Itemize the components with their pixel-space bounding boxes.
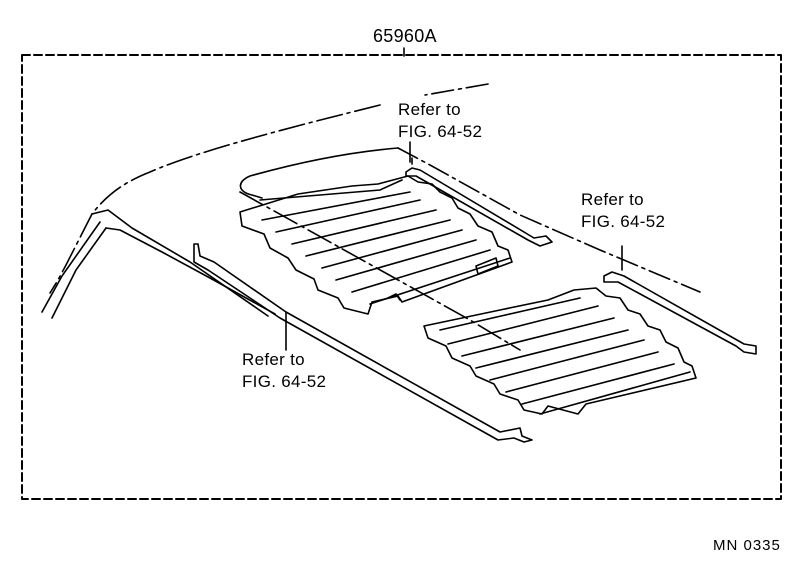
part-number-label: 65960A <box>373 26 437 46</box>
callout-left-figure-ref: FIG. 64-52 <box>242 372 327 391</box>
upper-shade-panel <box>239 175 513 315</box>
vehicle-roof-outline <box>41 83 701 351</box>
rail-left <box>193 243 533 443</box>
rail-right <box>603 245 757 355</box>
assembly-boundary <box>21 54 782 500</box>
diagram-code: MN 0335 <box>713 537 781 554</box>
lower-shade-panel <box>423 287 697 415</box>
callout-top-figure-ref: FIG. 64-52 <box>398 122 483 141</box>
callout-top-refer-text: Refer to <box>398 100 461 119</box>
callout-left-refer-text: Refer to <box>242 350 305 369</box>
rail-top <box>405 157 553 247</box>
callout-right-figure-ref: FIG. 64-52 <box>581 212 666 231</box>
callout-right-refer-text: Refer to <box>581 190 644 209</box>
